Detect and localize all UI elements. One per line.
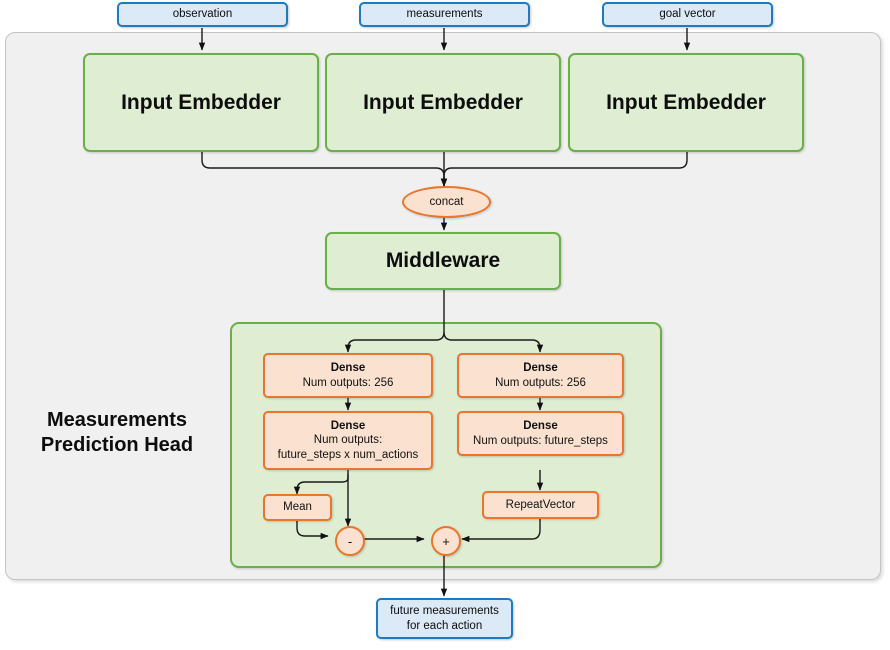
input-embedder-3[interactable]: Input Embedder	[568, 53, 804, 152]
input-box-goal-vector[interactable]: goal vector	[602, 2, 773, 27]
subtract-operator-node[interactable]: -	[335, 526, 365, 556]
dense-right-1-title: Dense	[523, 362, 558, 375]
measurements-prediction-head-label: Measurements Prediction Head	[8, 408, 226, 458]
dense-right-2-outputs: Num outputs: future_steps	[473, 434, 608, 447]
add-operator-node[interactable]: +	[431, 526, 461, 556]
dense-left-1-title: Dense	[330, 362, 366, 375]
dense-left-2-outputs-value: future_steps x num_actions	[277, 448, 419, 461]
mean-node[interactable]: Mean	[263, 494, 332, 521]
middleware-node[interactable]: Middleware	[325, 232, 561, 290]
input-embedder-2[interactable]: Input Embedder	[325, 53, 561, 152]
input-embedder-1[interactable]: Input Embedder	[83, 53, 319, 152]
dense-right-2-title: Dense	[523, 420, 558, 433]
output-line-1: future measurements	[390, 605, 499, 618]
mean-label: Mean	[283, 501, 312, 514]
concat-node[interactable]: concat	[402, 186, 491, 218]
dense-left-2-title: Dense	[330, 420, 366, 433]
output-box-future-measurements[interactable]: future measurements for each action	[376, 598, 513, 639]
dense-right-1[interactable]: Dense Num outputs: 256	[457, 353, 624, 398]
head-label-line-2: Prediction Head	[40, 434, 194, 456]
input-box-measurements[interactable]: measurements	[359, 2, 530, 27]
repeat-vector-label: RepeatVector	[505, 498, 576, 511]
head-label-line-1: Measurements	[46, 409, 188, 431]
repeat-vector-node[interactable]: RepeatVector	[482, 491, 599, 519]
dense-left-2-outputs-label: Num outputs:	[313, 434, 383, 447]
dense-right-2[interactable]: Dense Num outputs: future_steps	[457, 411, 624, 456]
input-box-observation[interactable]: observation	[117, 2, 288, 27]
dense-right-1-outputs: Num outputs: 256	[495, 376, 586, 389]
output-line-2: for each action	[406, 619, 483, 632]
dense-left-2[interactable]: Dense Num outputs: future_steps x num_ac…	[263, 411, 433, 470]
dense-left-1-outputs: Num outputs: 256	[302, 376, 394, 389]
dense-left-1[interactable]: Dense Num outputs: 256	[263, 353, 433, 398]
